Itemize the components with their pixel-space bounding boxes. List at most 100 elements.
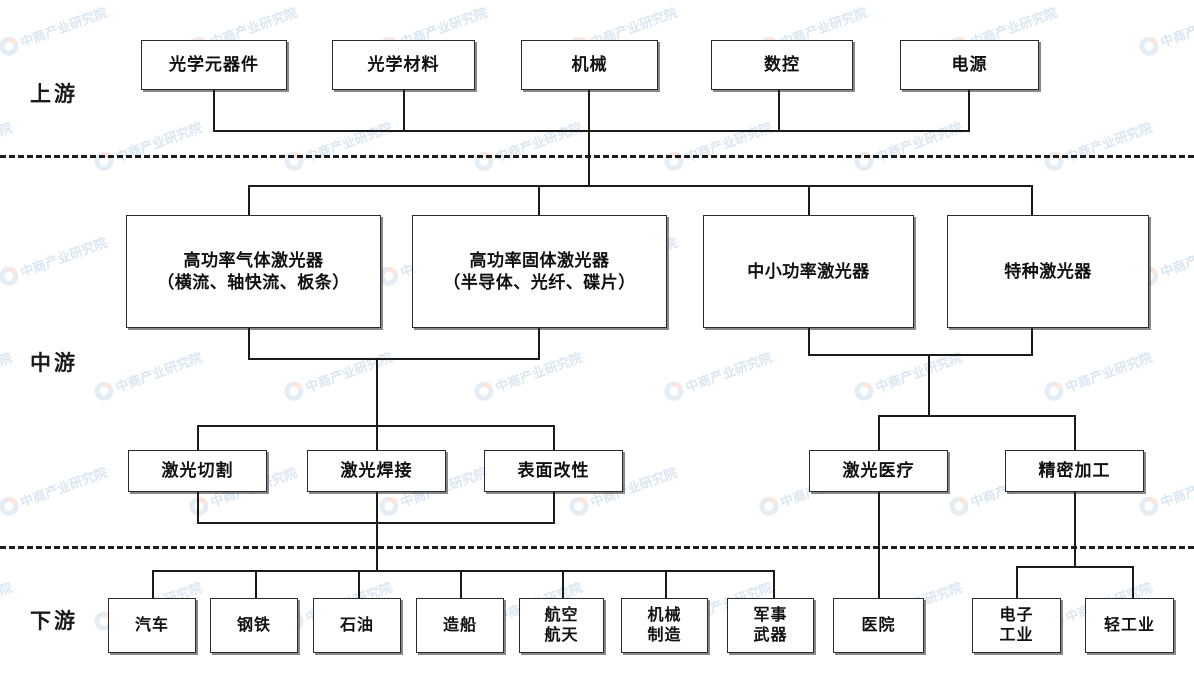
watermark: 中商产业研究院 (0, 232, 109, 289)
connector-upstream-to-midstream-trunk (588, 130, 590, 187)
watermark: 中商产业研究院 (1136, 462, 1194, 519)
node-electronics-industry[interactable]: 电子工业 (972, 598, 1061, 653)
node-special-laser[interactable]: 特种激光器 (947, 215, 1149, 328)
watermark: 中商产业研究院 (1041, 117, 1155, 174)
connector-surface-modification-feed (553, 425, 555, 452)
node-label: 造船 (442, 616, 477, 634)
watermark-text: 中商产业研究院 (873, 119, 965, 165)
connector-laser-welding-out (376, 492, 378, 524)
watermark: 中商产业研究院 (851, 117, 965, 174)
watermark-logo-icon (1136, 34, 1162, 59)
watermark-text: 中商产业研究院 (1158, 464, 1194, 510)
node-surface-modification[interactable]: 表面改性 (484, 450, 623, 492)
node-label: 钢铁 (236, 616, 271, 634)
watermark-text: 中商产业研究院 (18, 234, 110, 280)
node-laser-medical[interactable]: 激光医疗 (809, 450, 948, 492)
node-steel[interactable]: 钢铁 (210, 598, 298, 653)
node-label: 轻工业 (1103, 616, 1155, 634)
node-light-industry[interactable]: 轻工业 (1085, 598, 1174, 653)
node-precision-machining[interactable]: 精密加工 (1005, 450, 1144, 492)
connector-special-laser-feed (1031, 185, 1033, 215)
watermark-logo-icon (0, 494, 22, 519)
watermark-logo-icon (91, 379, 117, 404)
node-label: 高功率固体激光器（半导体、光纤、碟片） (443, 251, 636, 292)
watermark-logo-icon (1041, 149, 1067, 174)
watermark: 中商产业研究院 (0, 2, 109, 59)
node-aerospace[interactable]: 航空航天 (519, 598, 604, 653)
node-label: 光学元器件 (169, 55, 259, 75)
watermark: 中商产业研究院 (471, 347, 585, 404)
node-automobile[interactable]: 汽车 (108, 598, 196, 653)
node-shipbuilding[interactable]: 造船 (416, 598, 504, 653)
watermark-logo-icon (0, 264, 22, 289)
connector-upstream-bus (213, 130, 970, 132)
watermark-logo-icon (281, 149, 307, 174)
connector-laser-medical-feed (878, 415, 880, 452)
node-high-power-gas-laser[interactable]: 高功率气体激光器（横流、轴快流、板条） (126, 215, 381, 328)
connector-gas-laser-out (248, 328, 250, 360)
node-label: 数控 (764, 55, 800, 75)
node-label: 激光医疗 (842, 461, 915, 481)
connector-electronics-industry-feed (1016, 566, 1018, 600)
connector-laser-cutting-feed (197, 425, 199, 452)
watermark-text: 中商产业研究院 (303, 349, 395, 395)
tier-label-downstream: 下游 (30, 609, 78, 633)
watermark-logo-icon (756, 494, 782, 519)
watermark: 中商产业研究院 (0, 347, 14, 404)
watermark: 中商产业研究院 (661, 117, 775, 174)
node-label: 高功率气体激光器（横流、轴快流、板条） (157, 251, 350, 292)
connector-power-supply-drop (968, 90, 970, 132)
node-optical-components[interactable]: 光学元器件 (141, 40, 287, 90)
watermark-logo-icon (91, 149, 117, 174)
node-label: 石油 (339, 616, 374, 634)
node-medium-small-power-laser[interactable]: 中小功率激光器 (703, 215, 914, 328)
connector-precision-distribution-bus (1016, 566, 1132, 568)
watermark: 中商产业研究院 (91, 347, 205, 404)
node-optical-materials[interactable]: 光学材料 (332, 40, 475, 90)
connector-right-laser-trunk (928, 354, 930, 417)
node-label: 中小功率激光器 (747, 261, 870, 281)
node-hospital[interactable]: 医院 (833, 598, 924, 653)
node-power-supply[interactable]: 电源 (900, 40, 1039, 90)
tier-label-upstream: 上游 (30, 82, 78, 106)
watermark-text: 中商产业研究院 (18, 4, 110, 50)
node-cnc[interactable]: 数控 (711, 40, 853, 90)
watermark-text: 中商产业研究院 (1158, 4, 1194, 50)
connector-precision-machining-feed (1074, 415, 1076, 452)
connector-optical-materials-drop (403, 90, 405, 132)
node-machinery-manufacturing[interactable]: 机械制造 (621, 598, 708, 653)
connector-petroleum-feed (358, 570, 360, 600)
node-label: 电子工业 (999, 606, 1034, 644)
node-label: 表面改性 (517, 461, 590, 481)
connector-medium-small-laser-out (808, 328, 810, 356)
node-label: 光学材料 (367, 55, 440, 75)
node-label: 精密加工 (1038, 461, 1111, 481)
watermark: 中商产业研究院 (0, 462, 109, 519)
watermark: 中商产业研究院 (1041, 347, 1155, 404)
connector-light-industry-feed (1132, 566, 1134, 600)
node-high-power-solid-laser[interactable]: 高功率固体激光器（半导体、光纤、碟片） (412, 215, 667, 328)
watermark-text: 中商产业研究院 (493, 119, 585, 165)
watermark: 中商产业研究院 (91, 117, 205, 174)
watermark-text: 中商产业研究院 (1063, 349, 1155, 395)
watermark-logo-icon (376, 494, 402, 519)
node-label: 医院 (861, 616, 896, 634)
watermark-text: 中商产业研究院 (683, 349, 775, 395)
node-label: 机械制造 (647, 606, 682, 644)
watermark: 中商产业研究院 (0, 117, 14, 174)
node-laser-cutting[interactable]: 激光切割 (128, 450, 267, 492)
node-petroleum[interactable]: 石油 (313, 598, 401, 653)
watermark-logo-icon (661, 149, 687, 174)
connector-aerospace-feed (562, 570, 564, 600)
connector-optical-components-drop (213, 90, 215, 132)
connector-cnc-drop (778, 90, 780, 132)
connector-shipbuilding-feed (460, 570, 462, 600)
connector-right-laser-merge-bus (808, 354, 1033, 356)
tier-label-midstream: 中游 (30, 351, 78, 375)
node-military-weapons[interactable]: 军事武器 (727, 598, 814, 653)
node-laser-welding[interactable]: 激光焊接 (307, 450, 446, 492)
node-machinery[interactable]: 机械 (521, 40, 658, 90)
connector-machinery-drop (588, 90, 590, 132)
